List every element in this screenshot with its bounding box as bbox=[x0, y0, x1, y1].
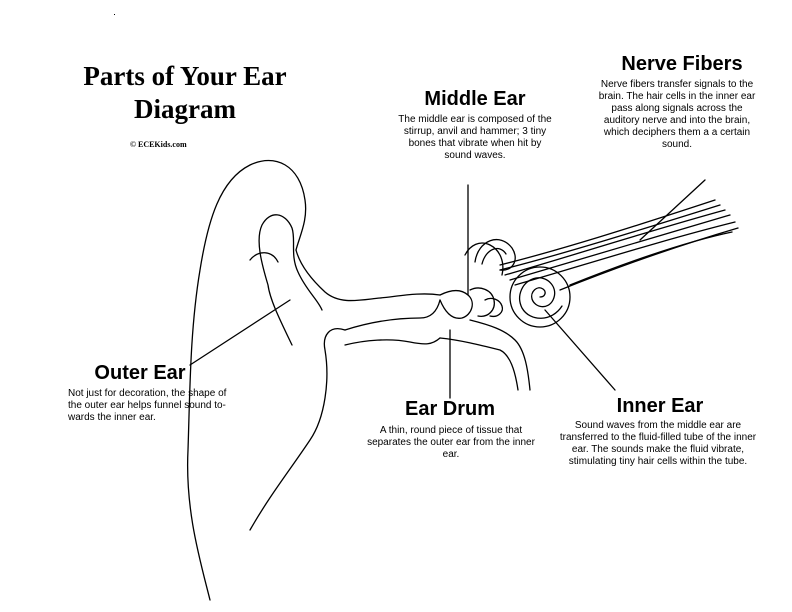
ossicle-hammer bbox=[439, 289, 473, 319]
nerve-fiber-3 bbox=[509, 214, 731, 281]
label-nerve-fibers: Nerve Fibers bbox=[621, 53, 743, 75]
nerve-fiber-6 bbox=[569, 231, 733, 286]
semicircular-canal-1 bbox=[474, 238, 516, 271]
pinna-lobe bbox=[249, 252, 279, 263]
label-middle-ear: Middle Ear bbox=[424, 88, 526, 110]
page-title: Parts of Your Ear Diagram bbox=[60, 60, 310, 126]
desc-middle-ear: The middle ear is composed of the stirru… bbox=[398, 114, 552, 161]
label-outer-ear: Outer Ear bbox=[94, 362, 186, 384]
ear-canal-bottom bbox=[344, 337, 441, 346]
label-ear-drum: Ear Drum bbox=[404, 398, 496, 420]
pinna-helix-inner bbox=[295, 249, 441, 302]
pinna-outline bbox=[186, 160, 307, 601]
pinna-tragus bbox=[249, 328, 346, 531]
pointer-outer-ear bbox=[189, 299, 291, 366]
desc-ear-drum: A thin, round piece of tissue that separ… bbox=[367, 425, 535, 460]
semicircular-canal-2 bbox=[481, 247, 507, 265]
ossicle-stirrup bbox=[484, 297, 504, 318]
nerve-fiber-4 bbox=[514, 221, 736, 286]
pinna-concha bbox=[258, 214, 323, 346]
eustachian-tube-2 bbox=[469, 319, 531, 391]
desc-outer-ear: Not just for decoration, the shape of th… bbox=[68, 388, 227, 423]
nerve-fiber-2 bbox=[504, 209, 726, 276]
pointer-inner-ear bbox=[544, 309, 616, 391]
nerve-fiber-7 bbox=[499, 199, 716, 266]
ossicle-anvil bbox=[469, 287, 495, 317]
label-inner-ear: Inner Ear bbox=[616, 395, 704, 417]
ear-canal-top bbox=[344, 299, 441, 331]
pointer-nerve-fibers bbox=[639, 179, 706, 241]
desc-inner-ear: Sound waves from the middle ear are tran… bbox=[559, 420, 757, 467]
eustachian-tube bbox=[439, 337, 519, 391]
cochlea-outer bbox=[509, 266, 571, 328]
nerve-fiber-5 bbox=[559, 227, 739, 291]
cochlea-spiral bbox=[519, 277, 563, 319]
speck bbox=[114, 14, 115, 15]
nerve-fiber-1 bbox=[499, 204, 721, 271]
desc-nerve-fibers: Nerve fibers transfer signals to the bra… bbox=[598, 79, 756, 150]
title-line-2: Diagram bbox=[134, 94, 236, 124]
title-line-1: Parts of Your Ear bbox=[83, 61, 287, 91]
copyright-notice: © ECEKids.com bbox=[130, 140, 187, 149]
